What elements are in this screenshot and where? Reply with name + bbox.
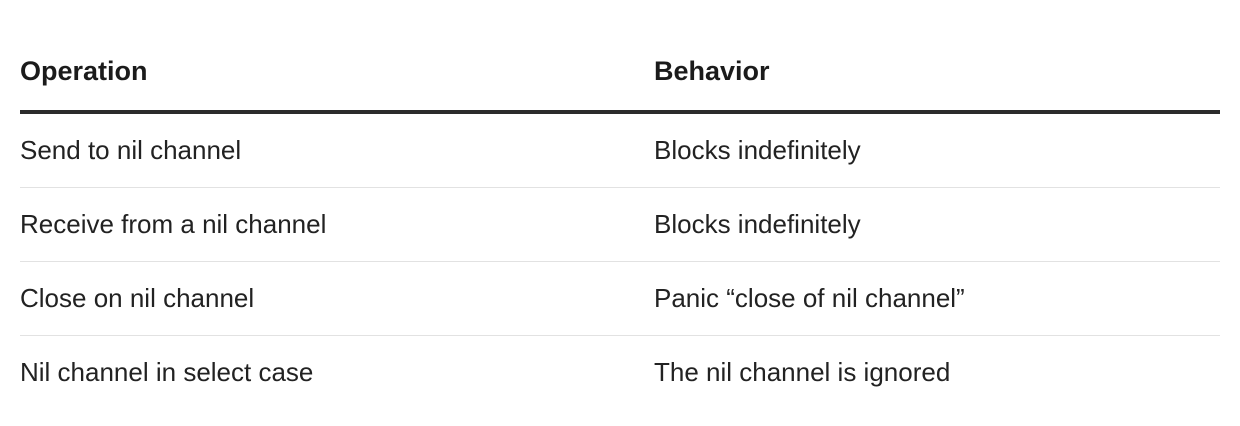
operation-cell: Send to nil channel <box>20 112 654 188</box>
header-operation: Operation <box>20 36 654 114</box>
behavior-cell: The nil channel is ignored <box>654 357 951 387</box>
behavior-cell: Blocks indefinitely <box>654 112 1220 188</box>
operation-cell: Nil channel in select case <box>20 357 314 387</box>
nil-channel-behavior-table: Operation Behavior Send to nil channel B… <box>20 36 1220 409</box>
behavior-cell: Blocks indefinitely <box>654 187 1220 262</box>
table-row: Nil channel in select case The nil chann… <box>20 336 1220 410</box>
behavior-cell: Panic “close of nil channel” <box>654 261 1220 336</box>
table-row: Send to nil channel Blocks indefinitely <box>20 112 1220 188</box>
table-row: Close on nil channel Panic “close of nil… <box>20 261 1220 336</box>
operation-cell: Close on nil channel <box>20 261 654 336</box>
header-behavior: Behavior <box>654 36 1220 114</box>
table-row: Receive from a nil channel Blocks indefi… <box>20 187 1220 262</box>
table-body: Send to nil channel Blocks indefinitely … <box>20 112 1220 409</box>
table-header: Operation Behavior <box>20 36 1220 114</box>
operation-cell: Receive from a nil channel <box>20 187 654 262</box>
header-row: Operation Behavior <box>20 36 1220 114</box>
